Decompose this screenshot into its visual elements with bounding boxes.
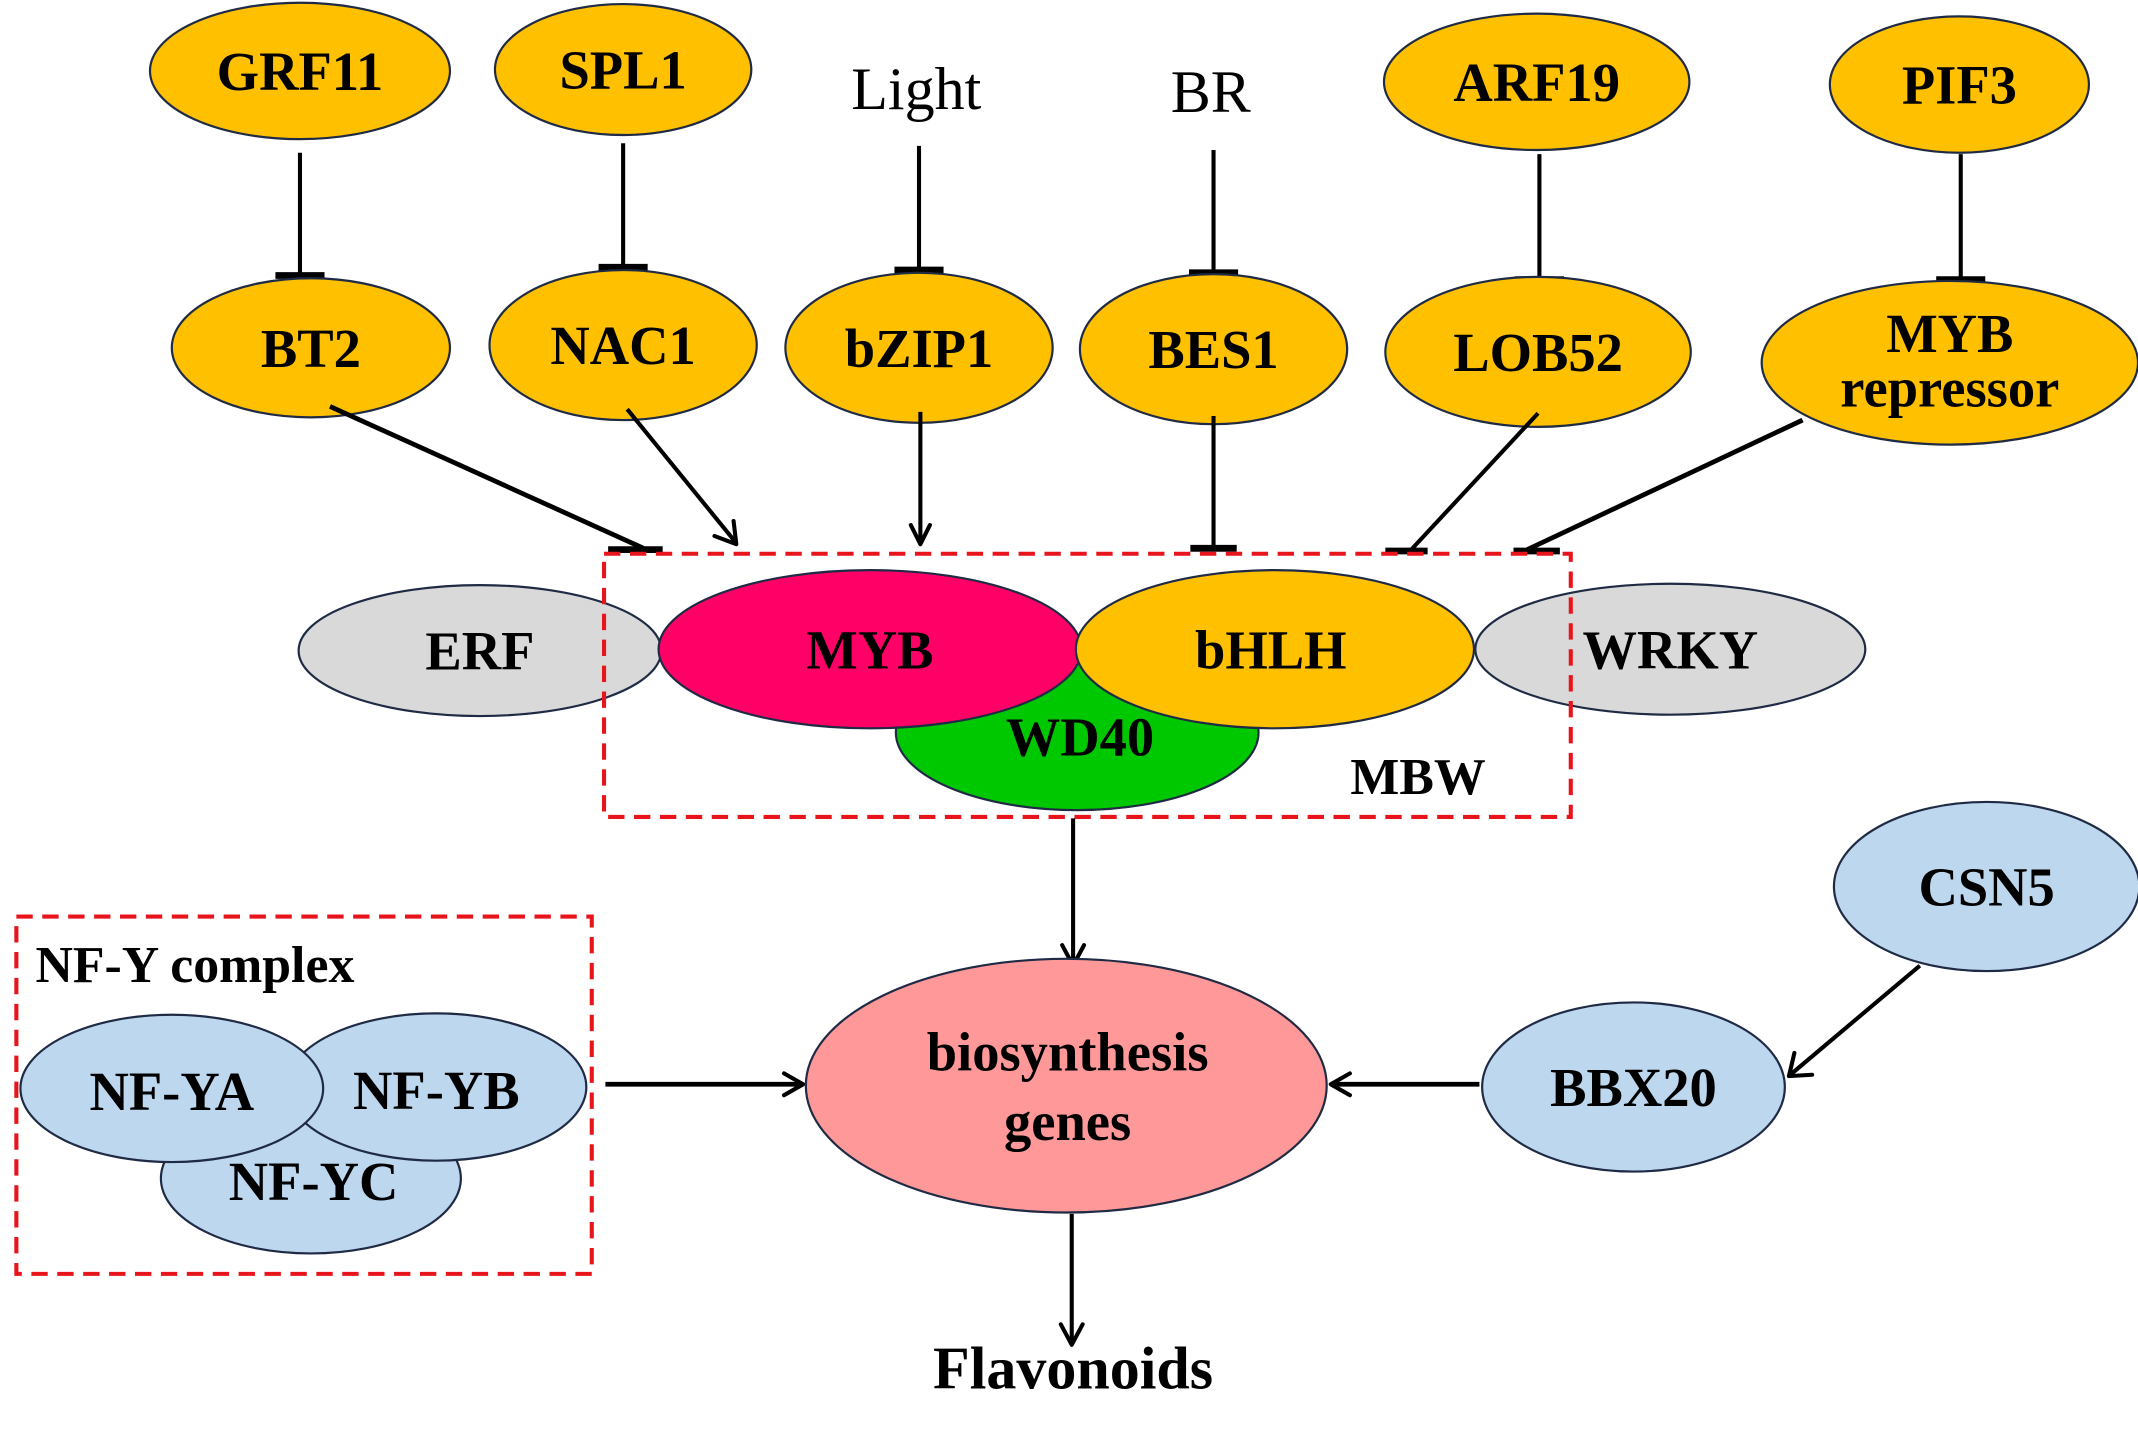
node-arf19-shape	[1382, 12, 1691, 152]
node-csn5-shape	[1832, 800, 2138, 973]
node-bes1: BES1	[1078, 273, 1349, 426]
node-erf: ERF	[297, 584, 663, 718]
edge-csn5-bbx20	[1786, 964, 1922, 1079]
edge-light-bzip1	[894, 145, 944, 274]
node-nf-yc-label: NF-YC	[229, 1151, 399, 1212]
arrowhead-icon	[712, 518, 739, 547]
arrowhead-icon	[1328, 1071, 1352, 1098]
node-nac1-label: NAC1	[550, 315, 695, 376]
node-biosynthesis-genes-label-line2: genes	[1004, 1091, 1131, 1152]
node-myb-repressor-label-line2: repressor	[1840, 357, 2059, 418]
arrowhead-icon	[908, 523, 932, 547]
node-myb-repressor-label-line1: MYB	[1886, 303, 2013, 364]
node-erf-label: ERF	[425, 621, 534, 682]
edge-lob52-mbw	[1385, 411, 1540, 555]
nf-y-complex-label: NF-Y complex	[35, 937, 354, 994]
edge-bes1-mbw	[1190, 415, 1237, 552]
flavonoids-label: Flavonoids	[933, 1335, 1213, 1401]
node-lob52: LOB52	[1384, 275, 1692, 428]
node-csn5: CSN5	[1832, 800, 2138, 973]
edge-biosynthesis-flavonoids	[1058, 1213, 1085, 1347]
node-bhlh-shape	[1074, 569, 1476, 730]
node-lob52-label: LOB52	[1453, 322, 1623, 383]
arrowhead-icon	[1786, 1050, 1815, 1079]
edge-br-bes1	[1188, 150, 1239, 277]
node-nac1: NAC1	[488, 268, 758, 422]
node-nf-ya: NF-YA	[19, 1013, 325, 1164]
node-spl1-label: SPL1	[559, 40, 686, 101]
arrowhead-icon	[781, 1071, 806, 1098]
node-myb-repressor: MYB repressor	[1760, 279, 2138, 446]
node-grf11-shape	[148, 1, 452, 141]
edge-nac1-mbw	[625, 407, 739, 547]
node-bhlh: bHLH	[1074, 569, 1476, 730]
mbw-complex-box	[601, 551, 1573, 820]
light-label: Light	[851, 56, 981, 122]
edge-bt2-mbw	[328, 404, 663, 554]
node-biosynthesis-genes: biosynthesis genes	[804, 957, 1328, 1214]
node-lob52-shape	[1384, 275, 1692, 428]
edge-nf-y-biosynthesis	[605, 1071, 806, 1098]
node-pif3-shape	[1828, 15, 2091, 154]
node-bes1-label: BES1	[1148, 319, 1278, 380]
node-bhlh-label: bHLH	[1195, 619, 1347, 680]
node-nf-yb: NF-YB	[285, 1012, 588, 1162]
node-myb-repressor-shape	[1760, 279, 2138, 446]
node-wrky: WRKY	[1474, 582, 1867, 716]
node-bt2-label: BT2	[261, 318, 361, 379]
node-arf19-label: ARF19	[1453, 52, 1620, 113]
mbw-complex-label: MBW	[1350, 749, 1485, 806]
edge-pif3-myb-repressor	[1936, 154, 1986, 284]
node-biosynthesis-genes-shape	[804, 957, 1328, 1214]
edge-grf11-bt2	[275, 152, 325, 279]
node-wrky-label: WRKY	[1582, 619, 1758, 680]
edge-spl1-nac1	[598, 143, 648, 271]
node-biosynthesis-genes-label-line1: biosynthesis	[927, 1022, 1209, 1083]
edge-mbw-biosynthesis	[1060, 818, 1087, 968]
arrowhead-icon	[1058, 1322, 1085, 1347]
node-bzip1: bZIP1	[784, 271, 1054, 424]
node-grf11: GRF11	[148, 1, 452, 141]
node-pif3-label: PIF3	[1902, 55, 2017, 116]
node-nf-yb-label: NF-YB	[353, 1060, 520, 1121]
edge-arf19-lob52	[1514, 154, 1564, 284]
edge-myb-repressor-mbw	[1513, 417, 1804, 555]
node-bt2-shape	[170, 277, 452, 419]
node-nf-ya-shape	[19, 1013, 325, 1164]
node-spl1: SPL1	[493, 3, 753, 137]
node-bzip1-label: bZIP1	[845, 318, 993, 379]
node-csn5-label: CSN5	[1918, 857, 2054, 918]
edge-bbx20-biosynthesis	[1328, 1071, 1480, 1098]
br-label: BR	[1171, 59, 1251, 125]
node-arf19: ARF19	[1382, 12, 1691, 152]
node-bbx20-label: BBX20	[1550, 1057, 1717, 1118]
node-grf11-label: GRF11	[217, 41, 384, 102]
node-bbx20: BBX20	[1481, 1001, 1786, 1173]
edge-bzip1-mbw	[908, 411, 932, 547]
node-nf-ya-label: NF-YA	[90, 1061, 255, 1122]
node-bbx20-shape	[1481, 1001, 1786, 1173]
nf-y-complex-box	[14, 914, 594, 1276]
node-wd40-label: WD40	[1006, 707, 1154, 768]
node-myb: MYB	[657, 569, 1083, 730]
node-bt2: BT2	[170, 277, 452, 419]
node-spl1-shape	[493, 3, 753, 137]
node-nac1-shape	[488, 268, 758, 422]
node-myb-label: MYB	[806, 619, 933, 680]
node-pif3: PIF3	[1828, 15, 2091, 154]
